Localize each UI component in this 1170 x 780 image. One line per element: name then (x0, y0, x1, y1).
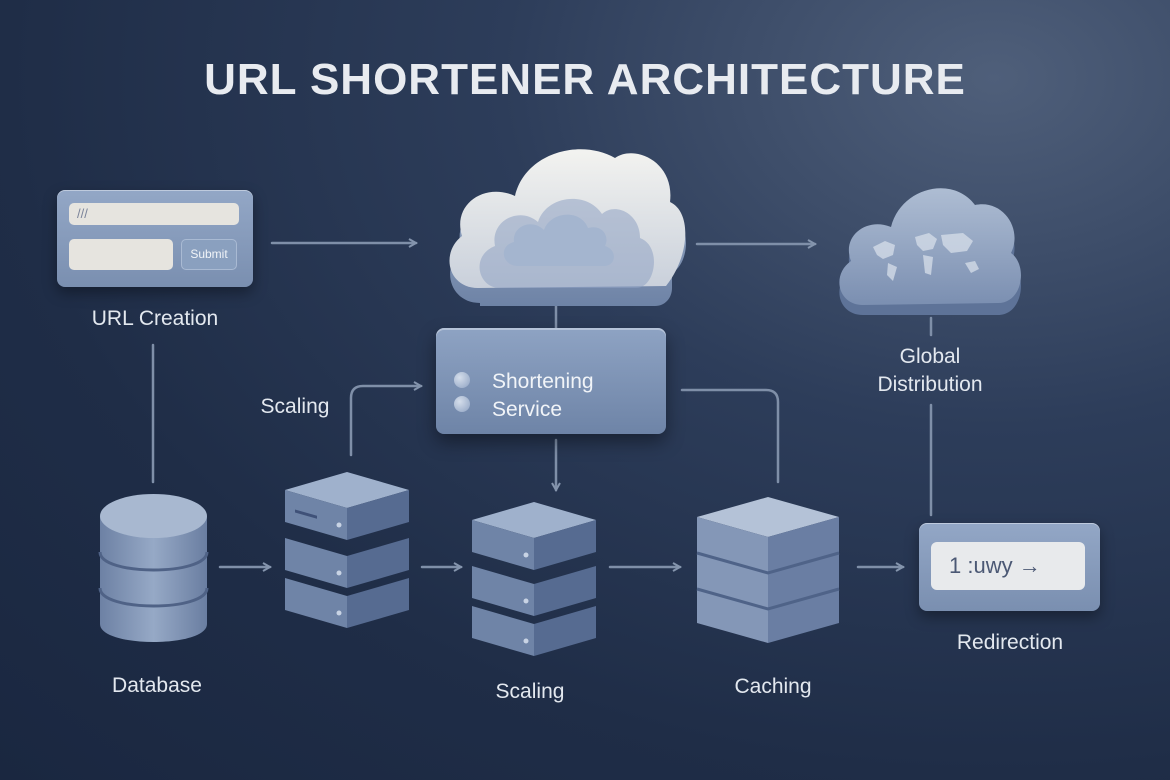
global-label-line2: Distribution (877, 373, 983, 396)
short-url-input[interactable] (69, 239, 173, 270)
global-distribution-label: Global Distribution (850, 343, 1010, 399)
redirection-label: Redirection (956, 631, 1064, 654)
world-map-icon (873, 233, 979, 281)
status-dot-icon (454, 396, 470, 412)
database-icon (98, 494, 209, 642)
cache-stack-icon (696, 497, 840, 643)
service-label-line2: Service (492, 398, 563, 421)
shortening-service: Shortening Service (436, 328, 666, 434)
cloud-icon (449, 149, 686, 306)
line-service-to-caching (680, 388, 780, 484)
arrow-scaling-to-service (349, 386, 421, 457)
scaling-bottom-label: Scaling (495, 680, 565, 703)
url-creation-label: URL Creation (91, 307, 219, 330)
redirection-box: 1 :uwy → (919, 523, 1100, 611)
service-label: Shortening Service (492, 368, 594, 424)
status-dot-icon (454, 372, 470, 388)
url-creation-form: /// Submit (57, 190, 253, 287)
database-label: Database (112, 674, 202, 697)
short-link-display[interactable]: 1 :uwy → (931, 542, 1085, 590)
service-label-line1: Shortening (492, 370, 594, 393)
page-title: URL SHORTENER ARCHITECTURE (204, 55, 966, 104)
submit-button[interactable]: Submit (181, 239, 237, 270)
globe-cloud-icon (839, 188, 1021, 315)
url-input[interactable]: /// (69, 203, 239, 225)
server-stack-icon (472, 502, 596, 656)
server-stack-icon (285, 472, 409, 628)
scaling-side-label: Scaling (260, 395, 330, 418)
global-label-line1: Global (899, 345, 961, 368)
caching-label: Caching (734, 675, 812, 698)
